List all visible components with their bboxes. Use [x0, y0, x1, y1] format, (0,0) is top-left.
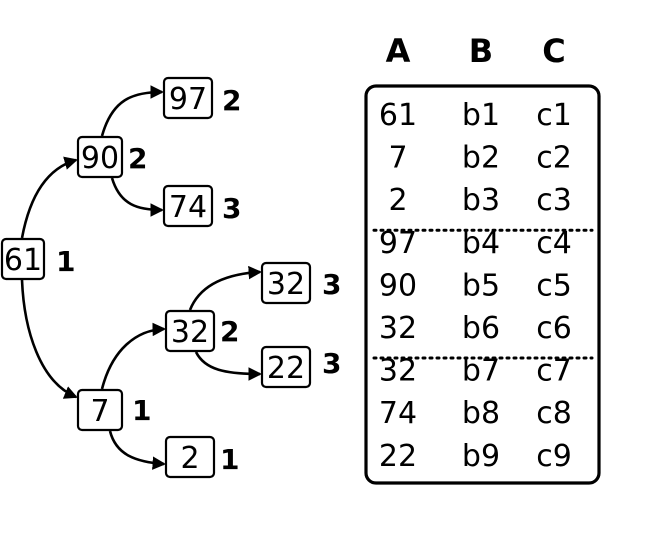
table-cell: 61: [379, 98, 417, 133]
table-cell: 7: [388, 141, 407, 176]
tree-node: 32 2: [164, 309, 239, 353]
tree-node: 22 3: [260, 345, 341, 389]
table-cell: 32: [379, 311, 417, 346]
tree-node: 32 3: [260, 261, 341, 305]
table-cell: c7: [536, 354, 572, 389]
node-box: [0, 237, 46, 281]
table-cell: b5: [462, 268, 500, 303]
column-header: A: [386, 32, 411, 70]
table-cell: 2: [388, 183, 407, 218]
table-cell: b1: [462, 98, 500, 133]
node-level: 1: [56, 245, 75, 278]
table-row: 22 b9 c9: [379, 439, 572, 474]
column-header: B: [469, 32, 493, 70]
node-value: 2: [180, 441, 199, 476]
table-row: 7 b2 c2: [388, 141, 571, 176]
edge-n7-to-n32a: [100, 322, 167, 390]
node-box: [162, 76, 214, 120]
table-row: 2 b3 c3: [388, 183, 571, 218]
table-cell: b2: [462, 141, 500, 176]
edge-n90-to-n74: [110, 177, 165, 217]
node-value: 90: [81, 141, 119, 176]
tree-node: 61 1: [0, 237, 75, 281]
table-cell: b4: [462, 226, 500, 261]
table-cell: c5: [536, 268, 572, 303]
table-cell: c3: [536, 183, 572, 218]
table-cell: 90: [379, 268, 417, 303]
table-cell: 97: [379, 226, 417, 261]
table-cell: b7: [462, 354, 500, 389]
node-level: 1: [132, 394, 151, 427]
node-value: 7: [90, 394, 109, 429]
edge-n61-to-n7: [20, 279, 78, 399]
node-level: 3: [222, 192, 241, 225]
table-row: 32 b6 c6: [379, 311, 572, 346]
table-row: 97 b4 c4: [379, 226, 572, 261]
node-box: [76, 135, 124, 179]
node-box: [162, 184, 214, 228]
table-row: 74 b8 c8: [379, 396, 572, 431]
edge-n32a-to-n32b: [188, 265, 263, 311]
tree-node: 74 3: [162, 184, 241, 228]
node-box: [164, 435, 216, 479]
node-value: 32: [267, 267, 305, 302]
table-headers: A B C: [386, 32, 566, 70]
table-cell: 32: [379, 354, 417, 389]
node-box: [76, 388, 124, 432]
tree-node: 90 2: [76, 135, 147, 179]
edge-n61-to-n90: [20, 156, 78, 239]
table-cell: b8: [462, 396, 500, 431]
table-row: 90 b5 c5: [379, 268, 572, 303]
table-row: 61 b1 c1: [379, 98, 572, 133]
node-level: 1: [220, 443, 239, 476]
node-value: 32: [171, 315, 209, 350]
node-level: 2: [220, 315, 239, 348]
tree-node: 97 2: [162, 76, 241, 120]
edge-n32a-to-n22: [194, 351, 263, 381]
table-cell: 22: [379, 439, 417, 474]
table-cell: c2: [536, 141, 572, 176]
node-box: [164, 309, 216, 353]
edge-n7-to-n2: [108, 430, 167, 470]
table-cell: c8: [536, 396, 572, 431]
node-box: [260, 345, 312, 389]
node-level: 2: [128, 142, 147, 175]
table-cell: c4: [536, 226, 572, 261]
table-row: 32 b7 c7: [379, 354, 572, 389]
table-cell: b3: [462, 183, 500, 218]
node-value: 22: [267, 351, 305, 386]
table-separators: [372, 228, 594, 360]
table-cell: b6: [462, 311, 500, 346]
table-frame: [364, 84, 601, 485]
table-cell: c1: [536, 98, 572, 133]
table-cell: c9: [536, 439, 572, 474]
table-cell: c6: [536, 311, 572, 346]
table-cell: b9: [462, 439, 500, 474]
tree-edges: [20, 85, 263, 470]
edge-n90-to-n97: [100, 85, 165, 137]
node-level: 3: [322, 347, 341, 380]
node-level: 2: [222, 84, 241, 117]
node-value: 74: [169, 190, 207, 225]
node-value: 97: [169, 82, 207, 117]
table-rows: 61 b1 c1 7 b2 c2 2 b3 c3 97 b4 c4 90 b5 c5 32 b6 c6 32 b7 c7…: [379, 98, 572, 474]
table-cell: 74: [379, 396, 417, 431]
column-header: C: [542, 32, 565, 70]
node-level: 3: [322, 268, 341, 301]
node-box: [260, 261, 312, 305]
node-value: 61: [4, 243, 42, 278]
